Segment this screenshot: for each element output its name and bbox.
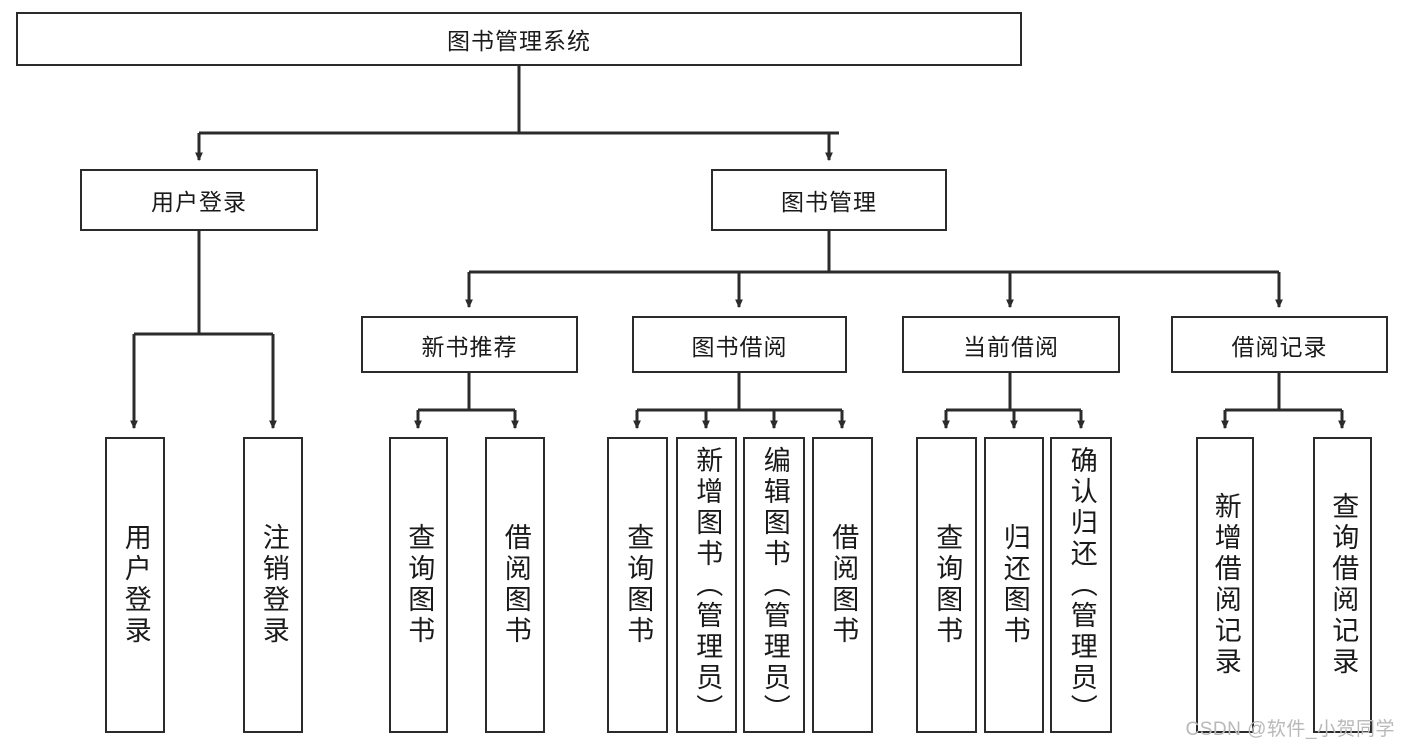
leaf-add-book-admin[interactable]: 新增图书（管理员）	[676, 437, 737, 733]
node-borrow-record[interactable]: 借阅记录	[1171, 316, 1388, 373]
node-book-borrow[interactable]: 图书借阅	[632, 316, 847, 373]
leaf-edit-book-admin[interactable]: 编辑图书（管理员）	[743, 437, 805, 733]
leaf-user-logout[interactable]: 注销登录	[243, 437, 303, 733]
leaf-user-login[interactable]: 用户登录	[105, 437, 165, 733]
node-root[interactable]: 图书管理系统	[16, 12, 1022, 66]
leaf-borrow-book[interactable]: 借阅图书	[812, 437, 873, 733]
leaf-query-book-recommend[interactable]: 查询图书	[389, 437, 448, 733]
leaf-query-borrow-record[interactable]: 查询借阅记录	[1313, 437, 1372, 733]
leaf-confirm-return-admin[interactable]: 确认归还（管理员）	[1050, 437, 1112, 733]
csdn-watermark: CSDN @软件_小贺同学	[1185, 719, 1395, 740]
leaf-return-book[interactable]: 归还图书	[984, 437, 1044, 733]
node-user-login[interactable]: 用户登录	[80, 169, 318, 231]
leaf-add-borrow-record[interactable]: 新增借阅记录	[1196, 437, 1254, 733]
leaf-query-book-current[interactable]: 查询图书	[916, 437, 977, 733]
leaf-borrow-book-recommend[interactable]: 借阅图书	[485, 437, 545, 733]
node-new-book-recommend[interactable]: 新书推荐	[361, 316, 578, 373]
leaf-query-book-borrow[interactable]: 查询图书	[607, 437, 668, 733]
node-current-borrow[interactable]: 当前借阅	[902, 316, 1120, 373]
node-book-manage[interactable]: 图书管理	[711, 169, 947, 231]
